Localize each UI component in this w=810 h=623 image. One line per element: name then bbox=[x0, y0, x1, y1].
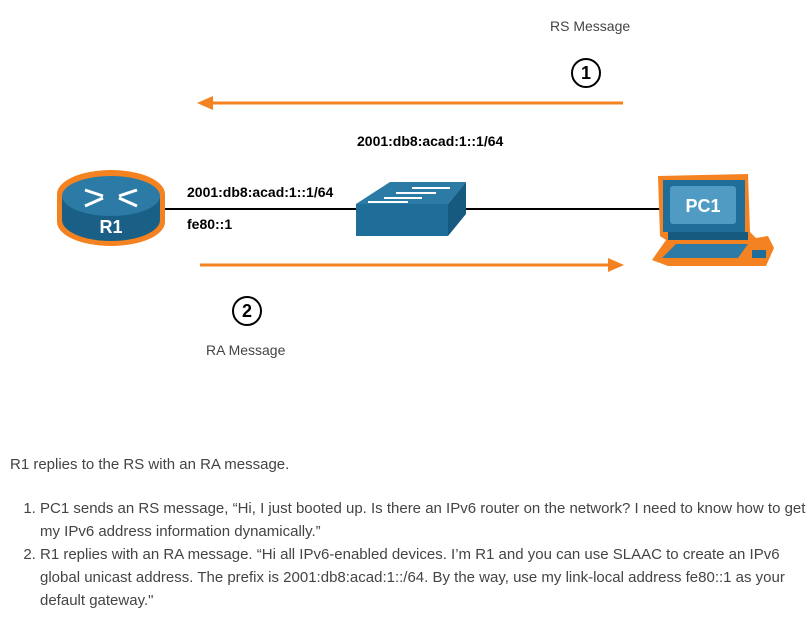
ra-message-label: RA Message bbox=[206, 342, 286, 358]
pc1[interactable]: PC1 bbox=[648, 170, 774, 270]
step-1-badge: 1 bbox=[571, 58, 601, 88]
pc-label: PC1 bbox=[685, 196, 720, 216]
router-arrows-icon bbox=[84, 188, 138, 208]
link-switch-pc1 bbox=[465, 208, 665, 210]
rs-arrow bbox=[197, 96, 623, 110]
caption: R1 replies to the RS with an RA message. bbox=[10, 456, 290, 473]
router-r1[interactable]: R1 bbox=[55, 168, 167, 248]
prefix-address-label: 2001:db8:acad:1::1/64 bbox=[357, 133, 504, 149]
rs-message-label: RS Message bbox=[550, 18, 631, 34]
router-label: R1 bbox=[99, 217, 122, 237]
switch-arrows-icon bbox=[368, 187, 450, 203]
step-2-badge: 2 bbox=[232, 296, 262, 326]
r1-link-local-address: fe80::1 bbox=[187, 216, 233, 232]
r1-global-address: 2001:db8:acad:1::1/64 bbox=[187, 184, 334, 200]
step-item: PC1 sends an RS message, “Hi, I just boo… bbox=[40, 497, 810, 543]
link-r1-switch bbox=[160, 208, 360, 210]
steps-list: PC1 sends an RS message, “Hi, I just boo… bbox=[4, 497, 810, 612]
switch[interactable] bbox=[352, 180, 468, 238]
step-item: R1 replies with an RA message. “Hi all I… bbox=[40, 543, 810, 612]
ra-arrow bbox=[200, 258, 624, 272]
